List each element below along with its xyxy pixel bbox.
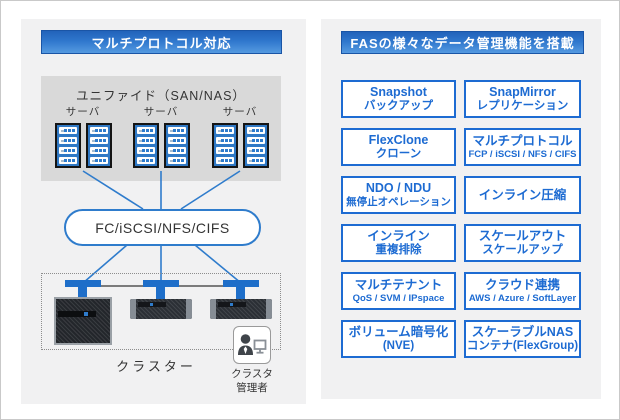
server-label: サーバ (143, 106, 179, 118)
feature-multiprotocol: マルチプロトコル FCP / iSCSI / NFS / CIFS (464, 128, 581, 166)
feature-inline-compression: インライン圧縮 (464, 176, 581, 214)
server-group: サーバ (210, 104, 270, 168)
feature-snapmirror: SnapMirror レプリケーション (464, 80, 581, 118)
feature-flexclone: FlexClone クローン (341, 128, 456, 166)
cluster-label: クラスター (116, 359, 196, 374)
t-connector-icon (143, 280, 179, 287)
fas-features-panel: FASの様々なデータ管理機能を搭載 Snapshot バックアップ SnapMi… (321, 19, 601, 399)
unified-label: ユニファイド（SAN/NAS） (76, 89, 246, 103)
server-tower-icon (54, 123, 81, 168)
right-panel-header: FASの様々なデータ管理機能を搭載 (341, 31, 584, 54)
left-panel-header: マルチプロトコル対応 (41, 30, 282, 54)
feature-multitenant: マルチテナント QoS / SVM / IPspace (341, 272, 456, 310)
storage-shelf-icon (130, 299, 192, 319)
unified-san-nas-box: ユニファイド（SAN/NAS） (41, 76, 281, 181)
server-group: サーバ (131, 104, 191, 168)
t-connector-stem (236, 287, 245, 300)
server-icon (53, 123, 113, 168)
t-connector-stem (78, 287, 87, 300)
server-tower-icon (132, 123, 159, 168)
cluster-admin-label: クラスタ 管理者 (231, 368, 273, 394)
server-icon (131, 123, 191, 168)
feature-snapshot: Snapshot バックアップ (341, 80, 456, 118)
server-tower-icon (242, 123, 269, 168)
feature-volume-encryption: ボリューム暗号化 (NVE) (341, 320, 456, 358)
multiprotocol-panel: マルチプロトコル対応 ユニファイド（SAN/NAS） サーバ サーバ (21, 19, 306, 404)
feature-ndo-ndu: NDO / NDU 無停止オペレーション (341, 176, 456, 214)
server-tower-icon (163, 123, 190, 168)
storage-shelf-icon (210, 299, 272, 319)
feature-scaleout-scaleup: スケールアウト スケールアップ (464, 224, 581, 262)
cluster-boundary (41, 273, 281, 350)
server-tower-icon (85, 123, 112, 168)
feature-cloud-integration: クラウド連携 AWS / Azure / SoftLayer (464, 272, 581, 310)
server-icon (210, 123, 270, 168)
cluster-admin-icon (233, 326, 271, 364)
t-connector-icon (65, 280, 101, 287)
feature-inline-dedupe: インライン 重複排除 (341, 224, 456, 262)
server-label: サーバ (222, 106, 258, 118)
feature-scalable-nas: スケーラブルNAS コンテナ(FlexGroup) (464, 320, 581, 358)
protocol-box: FC/iSCSI/NFS/CIFS (64, 209, 261, 246)
t-connector-stem (156, 287, 165, 300)
t-connector-icon (223, 280, 259, 287)
storage-array-icon (54, 297, 112, 345)
server-tower-icon (211, 123, 238, 168)
server-group: サーバ (53, 104, 113, 168)
server-label: サーバ (65, 106, 101, 118)
